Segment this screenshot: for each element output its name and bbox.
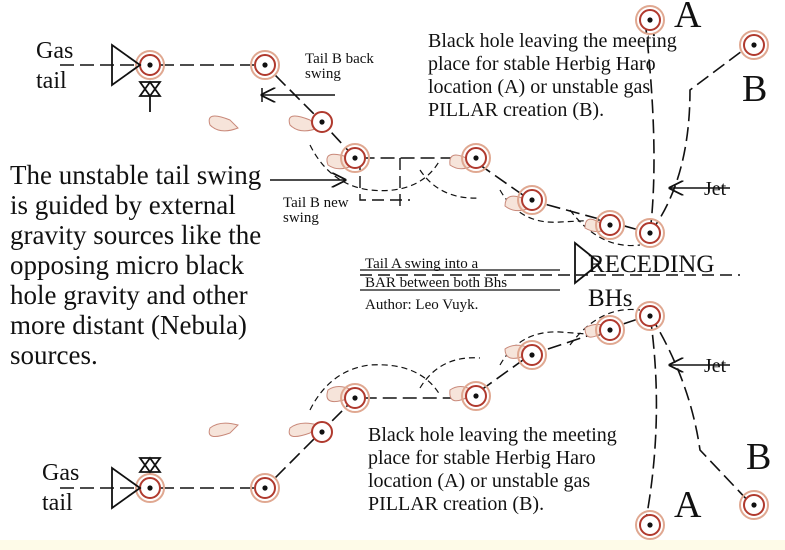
middle-bar-path bbox=[359, 158, 740, 276]
leader-lines bbox=[360, 269, 560, 291]
letter-b-top: B bbox=[742, 68, 768, 110]
receding-label: RECEDING bbox=[588, 251, 715, 278]
letter-a-bottom: A bbox=[674, 484, 702, 526]
letter-b-bottom: B bbox=[746, 436, 772, 478]
tail-a-label-line2: BAR between both Bhs bbox=[365, 275, 508, 291]
note-left: The unstable tail swing is guided by ext… bbox=[10, 160, 262, 370]
note-top: Black hole leaving the meeting place for… bbox=[428, 30, 677, 121]
arrows bbox=[262, 88, 730, 365]
author-label: Author: Leo Vuyk. bbox=[365, 297, 479, 313]
bottom-strip bbox=[0, 540, 785, 550]
gas-tail-bottom-label: Gas tail bbox=[42, 460, 80, 516]
letter-a-top: A bbox=[674, 0, 702, 36]
tail-b-back-label: Tail B back swing bbox=[305, 51, 374, 82]
tail-a-label-line1: Tail A swing into a bbox=[365, 256, 479, 272]
tail-b-new-label: Tail B new swing bbox=[283, 195, 349, 226]
gas-tail-triangles bbox=[111, 43, 602, 510]
bhs-label: BHs bbox=[588, 285, 633, 312]
gas-tail-top-label: Gas tail bbox=[36, 38, 74, 94]
tail-blobs bbox=[309, 144, 641, 411]
ring-cores bbox=[147, 17, 757, 528]
note-bottom: Black hole leaving the meeting place for… bbox=[368, 424, 617, 515]
jet-bottom-label: Jet bbox=[704, 355, 727, 377]
jet-top-label: Jet bbox=[704, 178, 727, 200]
